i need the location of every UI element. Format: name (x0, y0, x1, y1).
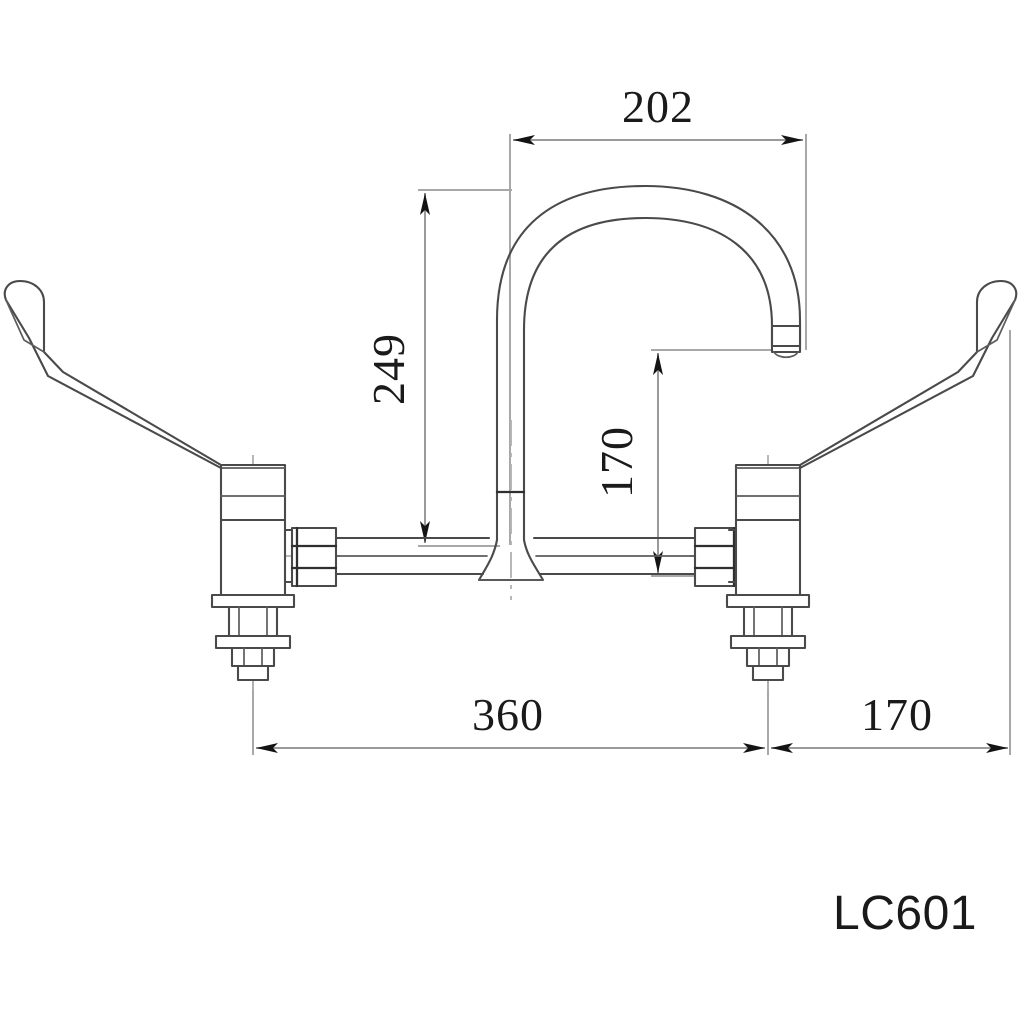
spout-outlet-mouth (773, 351, 799, 359)
dim-label-202: 202 (622, 81, 694, 132)
right-hex-nut (693, 526, 741, 588)
right-valve-cylinder (734, 463, 802, 597)
left-hex-nut (290, 526, 338, 588)
left-handle (3, 279, 223, 470)
crossbar (334, 536, 697, 576)
right-shank-tail (751, 664, 785, 682)
right-shank-washer (729, 634, 807, 650)
model-number-label: LC601 (833, 887, 977, 940)
dimension-360: 360 (252, 668, 769, 755)
dimension-202: 202 (509, 81, 807, 545)
left-shank-washer (214, 634, 292, 650)
right-valve-body (727, 463, 802, 597)
dimension-170-horizontal: 170 (771, 330, 1011, 755)
left-shank-thread (227, 605, 279, 638)
dim-label-360: 360 (472, 689, 544, 740)
dim-label-170-vertical: 170 (591, 426, 642, 498)
right-hex-nut-body (693, 526, 741, 588)
dimension-249: 249 (363, 189, 512, 547)
right-handle (798, 279, 1018, 470)
spout-inner-curve (522, 216, 774, 347)
spout-arc (495, 184, 802, 347)
left-valve-cylinder (219, 463, 287, 597)
right-shank-locknut (745, 646, 791, 668)
right-shank-flange (725, 593, 811, 609)
left-shank-tail (236, 664, 270, 682)
right-shank (725, 593, 811, 682)
left-shank-locknut (230, 646, 276, 668)
left-shank (210, 593, 296, 682)
spout-outlet-body (770, 324, 802, 354)
dim-label-170-horizontal: 170 (861, 689, 933, 740)
left-handle-inner-fold (5, 299, 45, 353)
left-hex-nut-body (290, 526, 338, 588)
left-shank-flange (210, 593, 296, 609)
right-handle-inner-fold (976, 299, 1016, 353)
right-shank-thread (742, 605, 794, 638)
left-valve-body (219, 463, 294, 597)
spout-outer-curve (495, 184, 802, 347)
dim-label-249: 249 (363, 333, 414, 405)
spout-outlet (770, 324, 802, 359)
spout-riser (477, 318, 545, 582)
